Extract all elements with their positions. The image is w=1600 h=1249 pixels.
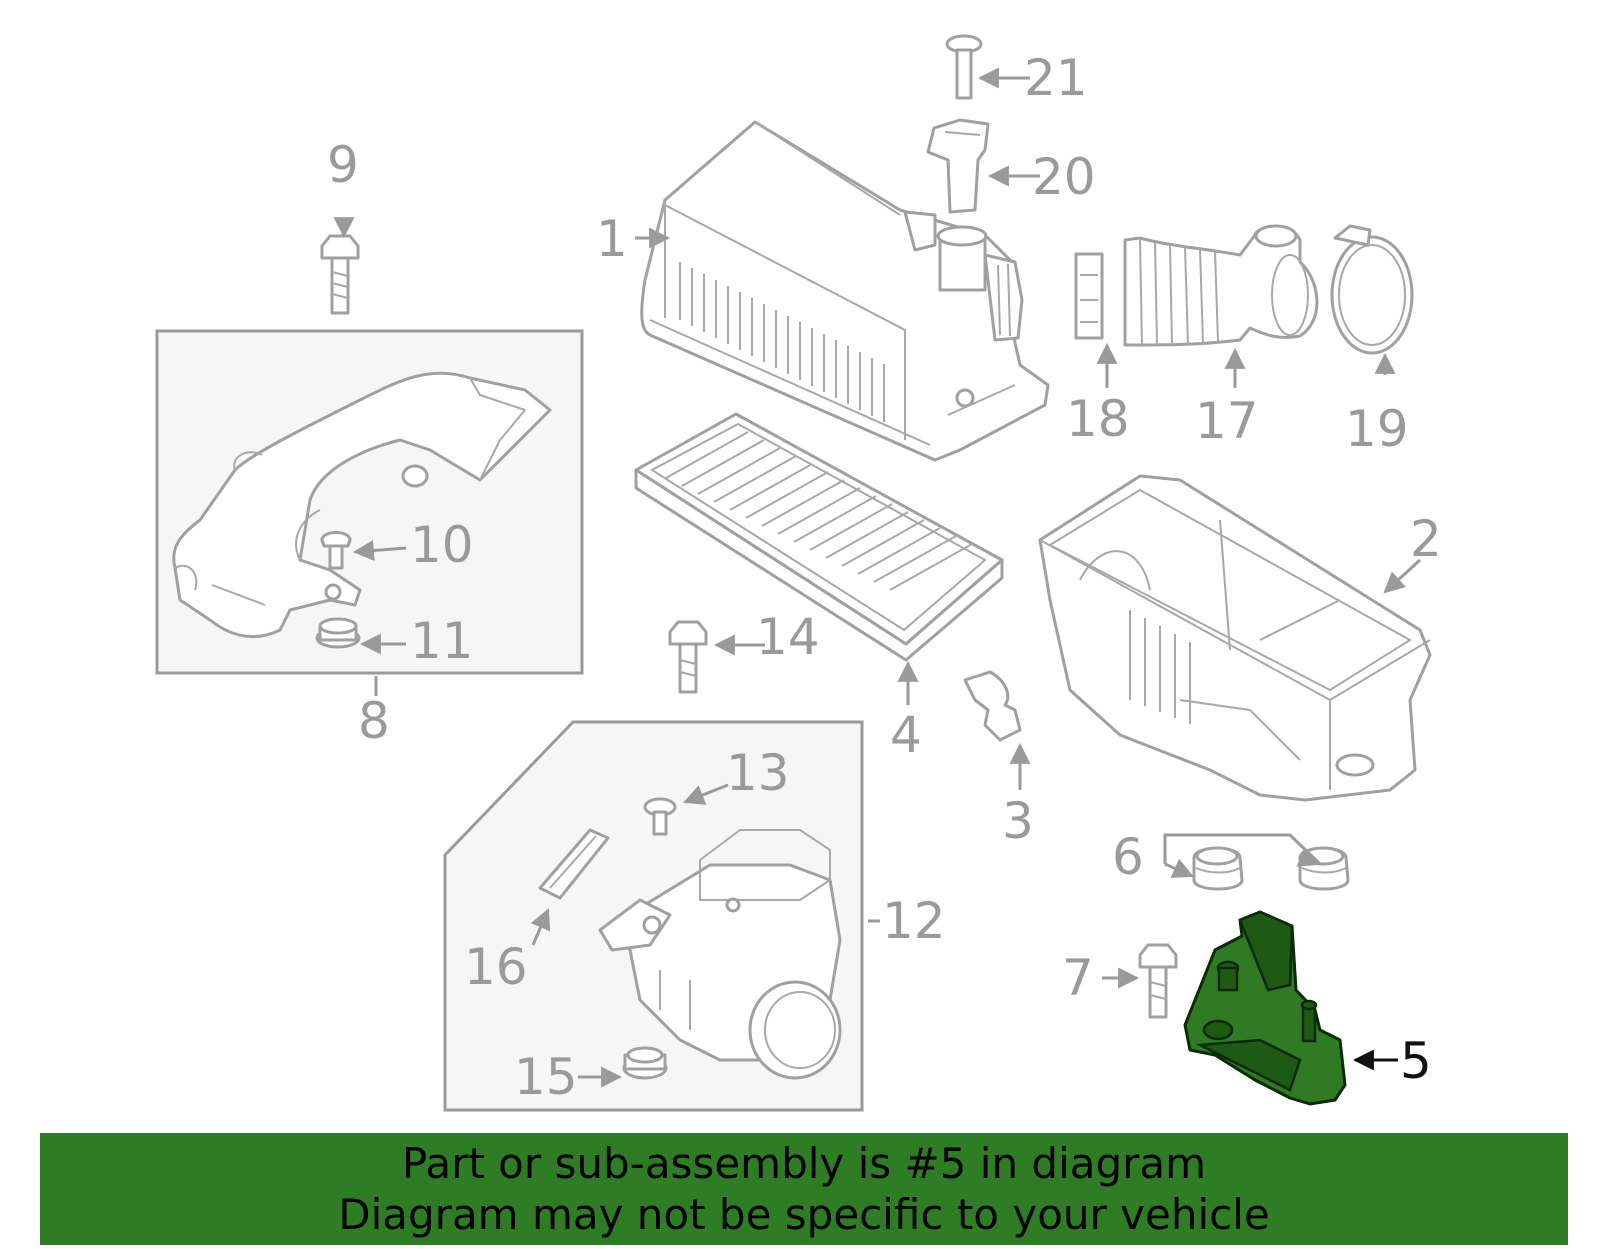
gasket-part-16[interactable] bbox=[538, 828, 610, 900]
clip-part-3[interactable] bbox=[963, 670, 1022, 742]
label-part-13[interactable]: 13 bbox=[726, 744, 790, 802]
label-part-15[interactable]: 15 bbox=[514, 1048, 578, 1106]
label-part-17[interactable]: 17 bbox=[1195, 392, 1259, 450]
label-part-8[interactable]: 8 bbox=[358, 692, 390, 750]
sensor-part-20[interactable] bbox=[926, 118, 990, 214]
label-part-12[interactable]: 12 bbox=[882, 892, 946, 950]
insulator-part-6-right[interactable] bbox=[1298, 846, 1350, 891]
label-part-9[interactable]: 9 bbox=[327, 136, 359, 194]
clamp-part-19[interactable] bbox=[1330, 224, 1414, 355]
air-cleaner-cover-part-1[interactable] bbox=[640, 120, 1050, 462]
label-part-18[interactable]: 18 bbox=[1066, 390, 1130, 448]
bolt-part-9[interactable] bbox=[320, 234, 360, 315]
air-filter-part-4[interactable] bbox=[634, 412, 1004, 662]
label-part-7[interactable]: 7 bbox=[1062, 949, 1094, 1007]
label-part-4[interactable]: 4 bbox=[890, 706, 922, 764]
air-duct-part-8[interactable] bbox=[172, 371, 552, 639]
throttle-body-part-12[interactable] bbox=[598, 829, 842, 1080]
label-part-20[interactable]: 20 bbox=[1032, 148, 1096, 206]
label-part-21[interactable]: 21 bbox=[1024, 49, 1088, 107]
bolt-part-14[interactable] bbox=[668, 620, 708, 694]
label-part-2[interactable]: 2 bbox=[1410, 510, 1442, 568]
label-part-14[interactable]: 14 bbox=[756, 608, 820, 666]
screw-part-21[interactable] bbox=[945, 34, 983, 100]
label-part-11[interactable]: 11 bbox=[410, 612, 474, 670]
grommet-part-11[interactable] bbox=[315, 617, 361, 649]
info-banner: Part or sub-assembly is #5 in diagram Di… bbox=[40, 1133, 1568, 1245]
banner-line-part-number: Part or sub-assembly is #5 in diagram bbox=[401, 1139, 1207, 1188]
label-part-19[interactable]: 19 bbox=[1345, 400, 1409, 458]
bracket-part-5-highlighted[interactable] bbox=[1183, 910, 1347, 1106]
label-part-3[interactable]: 3 bbox=[1002, 792, 1034, 850]
clip-part-10[interactable] bbox=[320, 531, 352, 570]
connector-part-18[interactable] bbox=[1074, 252, 1104, 340]
label-part-16[interactable]: 16 bbox=[464, 938, 528, 996]
intake-hose-part-17[interactable] bbox=[1123, 224, 1319, 347]
label-part-5[interactable]: 5 bbox=[1400, 1032, 1432, 1090]
screw-part-13[interactable] bbox=[643, 797, 677, 836]
grommet-part-15[interactable] bbox=[622, 1046, 668, 1080]
banner-line-disclaimer: Diagram may not be specific to your vehi… bbox=[338, 1190, 1270, 1239]
label-part-10[interactable]: 10 bbox=[410, 516, 474, 574]
leader-lines bbox=[333, 67, 1422, 1088]
air-cleaner-housing-part-2[interactable] bbox=[1038, 474, 1432, 802]
label-part-6[interactable]: 6 bbox=[1112, 828, 1144, 886]
label-part-1[interactable]: 1 bbox=[596, 210, 628, 268]
insulator-part-6-left[interactable] bbox=[1192, 846, 1244, 891]
callout-labels: 1 2 3 4 5 6 7 8 9 10 11 12 13 14 15 16 1… bbox=[327, 49, 1442, 1106]
bolt-part-7[interactable] bbox=[1138, 943, 1178, 1019]
